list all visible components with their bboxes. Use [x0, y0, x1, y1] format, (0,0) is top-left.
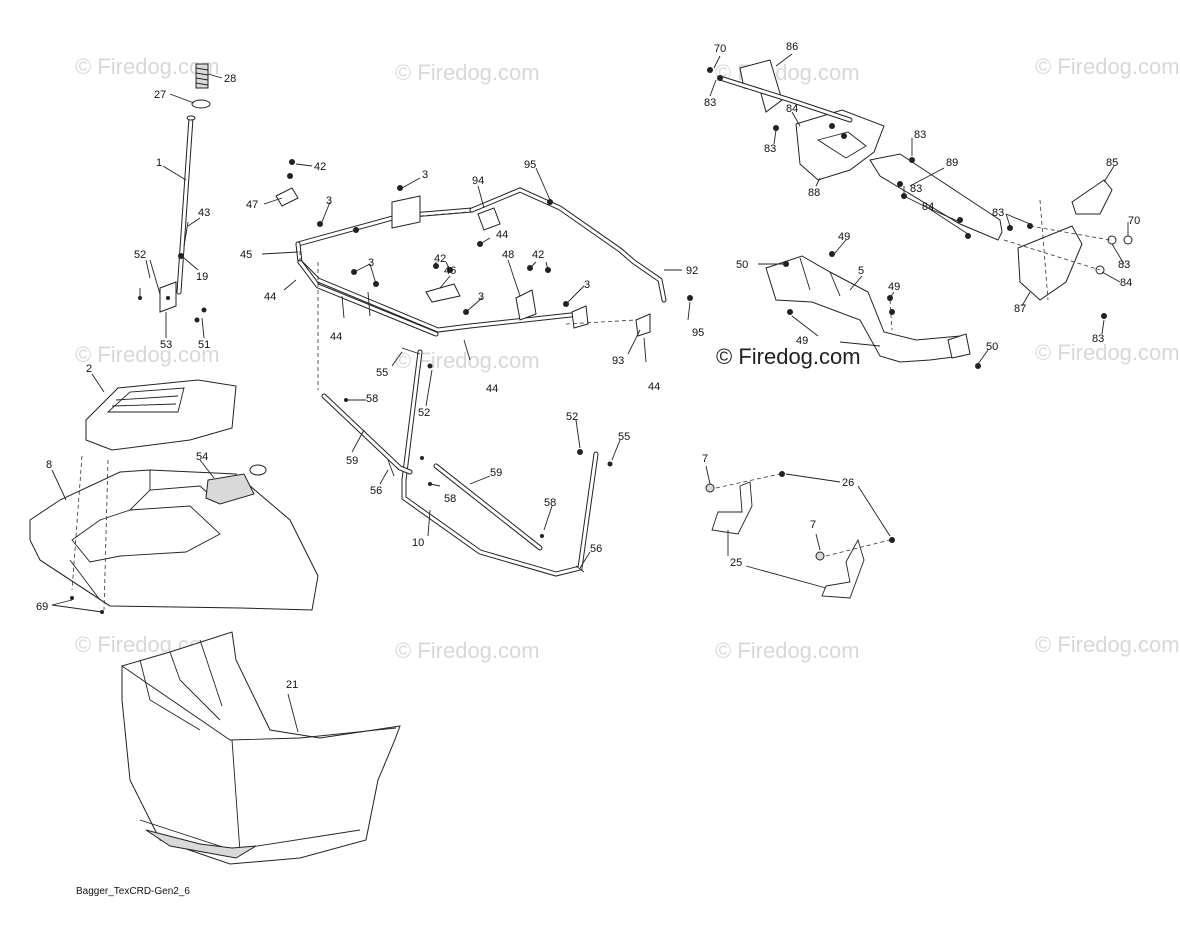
watermark-main: © Firedog.com: [716, 344, 861, 369]
part-label: 1: [156, 157, 162, 169]
part-label: 44: [264, 291, 276, 303]
part-label: 3: [422, 169, 428, 181]
watermark: © Firedog.com: [715, 60, 860, 85]
part-label: 3: [368, 257, 374, 269]
part-label: 95: [524, 159, 536, 171]
part-label: 83: [910, 183, 922, 195]
bagger-frame-assembly: [261, 159, 693, 390]
part-label: 84: [1120, 277, 1132, 289]
part-label: 8: [46, 459, 52, 471]
part-label: 42: [532, 249, 544, 261]
washer-part: [191, 99, 211, 109]
part-label: 83: [914, 129, 926, 141]
part-label: 2: [86, 363, 92, 375]
part-label: 89: [946, 157, 958, 169]
part-label: 58: [366, 393, 378, 405]
part-label: 85: [1106, 157, 1118, 169]
watermark: © Firedog.com: [715, 638, 860, 663]
part-label: 44: [330, 331, 342, 343]
part-label: 10: [412, 537, 424, 549]
part-label: 95: [692, 327, 704, 339]
part-label: 83: [764, 143, 776, 155]
part-label: 70: [1128, 215, 1140, 227]
handle-rod-assembly: [138, 63, 223, 339]
part-label: 92: [686, 265, 698, 277]
watermark: © Firedog.com: [1035, 54, 1180, 79]
watermark: © Firedog.com: [75, 54, 220, 79]
lower-rod-assembly: [321, 347, 621, 577]
hitch-assembly: [707, 53, 1133, 335]
part-label: 54: [196, 451, 208, 463]
part-label: 49: [888, 281, 900, 293]
part-label: 48: [502, 249, 514, 261]
part-label: 55: [618, 431, 630, 443]
part-label: 83: [704, 97, 716, 109]
part-label: 93: [612, 355, 624, 367]
watermark: © Firedog.com: [75, 342, 220, 367]
part-label: 7: [810, 519, 816, 531]
part-label: 84: [786, 103, 798, 115]
part-label: 27: [154, 89, 166, 101]
part-label: 42: [434, 253, 446, 265]
spring-part: [195, 63, 209, 89]
part-label: 25: [730, 557, 742, 569]
part-label: 50: [736, 259, 748, 271]
bagger-cover-assembly: [29, 373, 319, 614]
part-label: 59: [490, 467, 502, 479]
part-label: 3: [326, 195, 332, 207]
part-label: 47: [246, 199, 258, 211]
part-label: 59: [346, 455, 358, 467]
watermark: © Firedog.com: [1035, 340, 1180, 365]
part-label: 5: [858, 265, 864, 277]
part-label: 51: [198, 339, 210, 351]
part-label: 56: [370, 485, 382, 497]
part-label: 44: [496, 229, 508, 241]
part-labels: 28 27 1 43 52 19 53 51 2 8 54 69 21 42 4…: [36, 41, 1140, 691]
part-label: 88: [808, 187, 820, 199]
part-label: 84: [922, 201, 934, 213]
part-label: 52: [418, 407, 430, 419]
part-label: 46: [444, 265, 456, 277]
part-label: 87: [1014, 303, 1026, 315]
part-label: 70: [714, 43, 726, 55]
part-label: 83: [1118, 259, 1130, 271]
clip-assembly: [705, 465, 895, 599]
watermark: © Firedog.com: [395, 638, 540, 663]
part-label: 49: [796, 335, 808, 347]
part-label: 83: [1092, 333, 1104, 345]
part-label: 28: [224, 73, 236, 85]
part-label: 3: [478, 291, 484, 303]
part-label: 55: [376, 367, 388, 379]
part-label: 58: [544, 497, 556, 509]
part-label: 44: [648, 381, 660, 393]
part-label: 43: [198, 207, 210, 219]
part-label: 52: [566, 411, 578, 423]
part-label: 26: [842, 477, 854, 489]
part-label: 94: [472, 175, 484, 187]
part-label: 86: [786, 41, 798, 53]
part-label: 42: [314, 161, 326, 173]
watermark: © Firedog.com: [1035, 632, 1180, 657]
part-label: 19: [196, 271, 208, 283]
part-label: 7: [702, 453, 708, 465]
part-label: 58: [444, 493, 456, 505]
part-label: 69: [36, 601, 48, 613]
part-label: 49: [838, 231, 850, 243]
watermark: © Firedog.com: [395, 60, 540, 85]
part-label: 50: [986, 341, 998, 353]
diagram-caption: Bagger_TexCRD-Gen2_6: [76, 886, 190, 897]
part-label: 44: [486, 383, 498, 395]
part-label: 53: [160, 339, 172, 351]
part-label: 45: [240, 249, 252, 261]
part-label: 52: [134, 249, 146, 261]
part-label: 83: [992, 207, 1004, 219]
part-label: 56: [590, 543, 602, 555]
part-label: 3: [584, 279, 590, 291]
part-label: 21: [286, 679, 298, 691]
collector-bag-part: [121, 631, 401, 865]
mount-bracket-assembly: [758, 239, 989, 369]
watermarks: © Firedog.com © Firedog.com © Firedog.co…: [75, 54, 1180, 663]
